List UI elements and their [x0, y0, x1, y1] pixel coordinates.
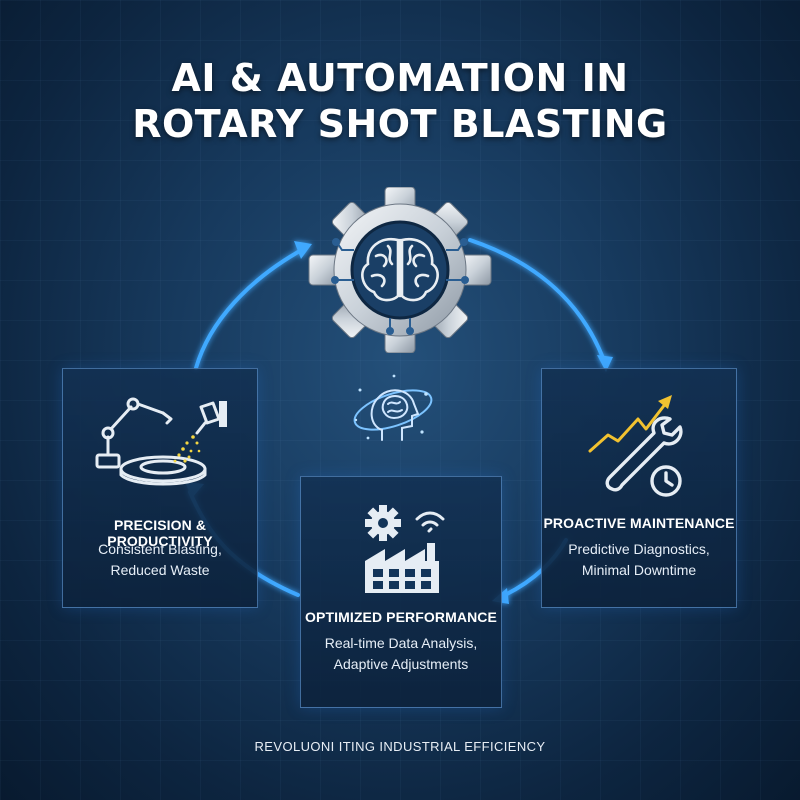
title-line-1: AI & AUTOMATION IN	[171, 56, 629, 100]
card-title: PROACTIVE MAINTENANCE	[543, 515, 735, 531]
card-title: PRECISION & PRODUCTIVITY	[107, 517, 213, 549]
card-description: Consistent Blasting, Reduced Waste	[63, 539, 257, 581]
smart-factory-gear-icon	[361, 501, 445, 601]
card-desc-line-2: Reduced Waste	[110, 562, 210, 578]
gear-brain-circuit-icon	[308, 186, 492, 354]
card-desc-line-2: Minimal Downtime	[581, 562, 697, 578]
arrowhead-right	[597, 355, 613, 372]
page-title: AI & AUTOMATION IN ROTARY SHOT BLASTING	[0, 55, 800, 147]
card-desc-line-1: Real-time Data Analysis,	[324, 635, 478, 651]
card-precision-productivity: PRECISION & PRODUCTIVITY Consistent Blas…	[62, 368, 258, 608]
arc-left-upper	[194, 250, 300, 370]
card-optimized-performance: OPTIMIZED PERFORMANCE Real-time Data Ana…	[300, 476, 502, 708]
card-proactive-maintenance: PROACTIVE MAINTENANCE Predictive Diagnos…	[541, 368, 737, 608]
robotic-arm-blasting-icon	[93, 393, 233, 497]
wrench-clock-trend-icon	[588, 389, 692, 503]
title-line-2: ROTARY SHOT BLASTING	[132, 102, 668, 146]
card-description: Predictive Diagnostics, Minimal Downtime	[542, 539, 736, 581]
card-desc-line-1: Consistent Blasting,	[98, 541, 222, 557]
arc-right-upper	[468, 238, 605, 360]
arrowhead-top	[294, 241, 312, 259]
card-title: OPTIMIZED PERFORMANCE	[305, 609, 497, 625]
head-brain-orbit-icon	[348, 368, 438, 460]
footer-tagline: REVOLUONI ITING INDUSTRIAL EFFICIENCY	[254, 739, 546, 754]
card-desc-line-1: Predictive Diagnostics,	[568, 541, 710, 557]
card-description: Real-time Data Analysis, Adaptive Adjust…	[301, 633, 501, 675]
card-desc-line-2: Adaptive Adjustments	[333, 656, 469, 672]
